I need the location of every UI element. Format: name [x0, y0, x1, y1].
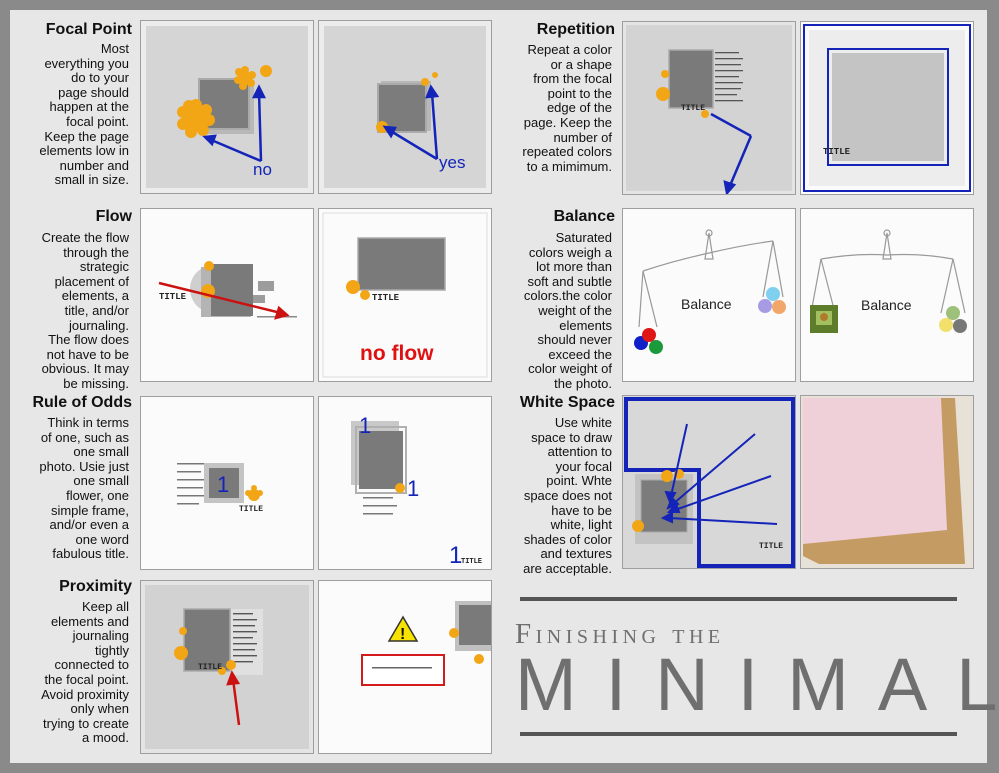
focal-point-tile-no: no — [140, 20, 314, 194]
white-space-tile-arrows: TITLE — [622, 395, 796, 569]
rule-of-odds-tile-a: 1 TITLE — [140, 396, 314, 570]
proximity-tile-good: TITLE — [140, 580, 314, 754]
color-dots — [634, 287, 786, 354]
focal-point-illustration-yes: yes — [324, 26, 486, 188]
warning-icon: ! — [387, 615, 419, 643]
rule-of-odds-text: Think in terms of one, such as one small… — [39, 415, 129, 562]
focal-point-illustration-no: no — [146, 26, 308, 188]
no-flow-title-text: TITLE — [372, 293, 400, 303]
title-rule-top — [520, 597, 957, 601]
balance-scale-unbalanced: Balance — [634, 229, 786, 354]
scale-icon — [638, 229, 784, 328]
svg-text:!: ! — [400, 626, 405, 643]
label-no: no — [253, 160, 272, 179]
proximity-title-text: TITLE — [198, 663, 222, 672]
flower-icon — [376, 72, 438, 133]
proximity-text: Keep all elements and journaling tightly… — [41, 599, 129, 746]
arrow-icon — [158, 281, 290, 320]
flow-tile-no-flow: TITLE no flow — [318, 208, 492, 382]
repetition-tile-arrow: TITLE — [622, 21, 796, 195]
title-line-small: Finishing the — [515, 618, 725, 650]
arrow-icon — [382, 84, 440, 161]
no-flow-illustration: TITLE no flow — [322, 212, 488, 378]
white-space-heading: White Space — [519, 394, 615, 411]
proximity-heading: Proximity — [59, 578, 132, 595]
focal-point-text: Most everything you do to your page shou… — [39, 41, 129, 188]
rule-of-odds-tile-b: 1 1 1 TITLE — [318, 396, 492, 570]
odds-numeral: 1 — [407, 476, 419, 501]
balance-label: Balance — [861, 297, 912, 313]
proximity-tile-mood: ! — [318, 580, 492, 754]
arrow-icon — [226, 670, 241, 726]
white-space-illustration: TITLE — [624, 397, 795, 568]
repetition-heading: Repetition — [536, 21, 615, 38]
journaling-lines — [363, 497, 397, 515]
arrow-icon — [710, 112, 753, 194]
flow-title-text: TITLE — [159, 292, 187, 302]
color-dots — [939, 306, 967, 333]
repetition-title-text: TITLE — [681, 104, 705, 113]
title-line-big: MINIMAL — [515, 643, 999, 726]
repetition-frame-illustration: TITLE — [803, 24, 971, 192]
flower-icon — [245, 485, 263, 501]
odds-numeral: 1 — [359, 413, 371, 438]
focal-point-tile-yes: yes — [318, 20, 492, 194]
focal-point-heading: Focal Point — [45, 21, 132, 38]
repetition-illustration: TITLE — [626, 25, 792, 194]
journaling-lines — [177, 463, 205, 505]
balance-heading: Balance — [553, 208, 615, 225]
flower-icon — [449, 628, 484, 664]
scale-icon — [810, 229, 966, 314]
white-space-texture-illustration — [801, 396, 973, 568]
title-rule-bottom — [520, 732, 957, 736]
flower-icon — [395, 483, 405, 493]
odds-numeral: 1 — [449, 542, 462, 569]
proximity-illustration-good: TITLE — [145, 585, 309, 749]
journaling-lines — [715, 52, 743, 102]
white-space-title-text: TITLE — [759, 542, 783, 551]
white-space-tile-texture — [800, 395, 974, 569]
arrow-icon — [202, 84, 267, 163]
balance-tile-unbalanced: Balance — [622, 208, 796, 382]
balance-tile-balanced: Balance — [800, 208, 974, 382]
flow-tile-arrow: TITLE — [140, 208, 314, 382]
balance-scale-balanced: Balance — [810, 229, 967, 333]
no-flow-label: no flow — [360, 342, 434, 365]
balance-label: Balance — [681, 296, 732, 312]
odds-title-text: TITLE — [461, 558, 482, 566]
label-yes: yes — [439, 153, 465, 172]
odds-illustration-a: 1 TITLE — [177, 463, 263, 514]
arrow-icon — [660, 423, 778, 525]
flow-heading: Flow — [95, 208, 132, 225]
balance-text: Saturated colors weigh a lot more than s… — [523, 230, 612, 391]
journaling-lines — [233, 613, 257, 663]
flow-text: Create the flow through the strategic pl… — [41, 230, 129, 391]
flower-icon — [346, 280, 370, 300]
flower-icon — [177, 99, 215, 138]
frame-title-text: TITLE — [823, 147, 851, 157]
photo-thumbnail — [810, 305, 838, 333]
repetition-text: Repeat a color or a shape from the focal… — [522, 42, 612, 174]
repetition-tile-frame: TITLE — [800, 21, 974, 195]
odds-numeral: 1 — [217, 472, 229, 497]
flower-icon — [234, 65, 272, 90]
odds-title-text: TITLE — [239, 505, 263, 514]
flower-icon — [656, 70, 709, 118]
proximity-illustration-mood: ! — [361, 601, 491, 686]
flow-illustration: TITLE — [158, 261, 297, 320]
flower-icon — [174, 627, 236, 675]
white-space-text: Use white space to draw attention to you… — [523, 415, 612, 576]
rule-of-odds-heading: Rule of Odds — [32, 394, 132, 411]
odds-illustration-b: 1 1 1 TITLE — [351, 413, 482, 569]
